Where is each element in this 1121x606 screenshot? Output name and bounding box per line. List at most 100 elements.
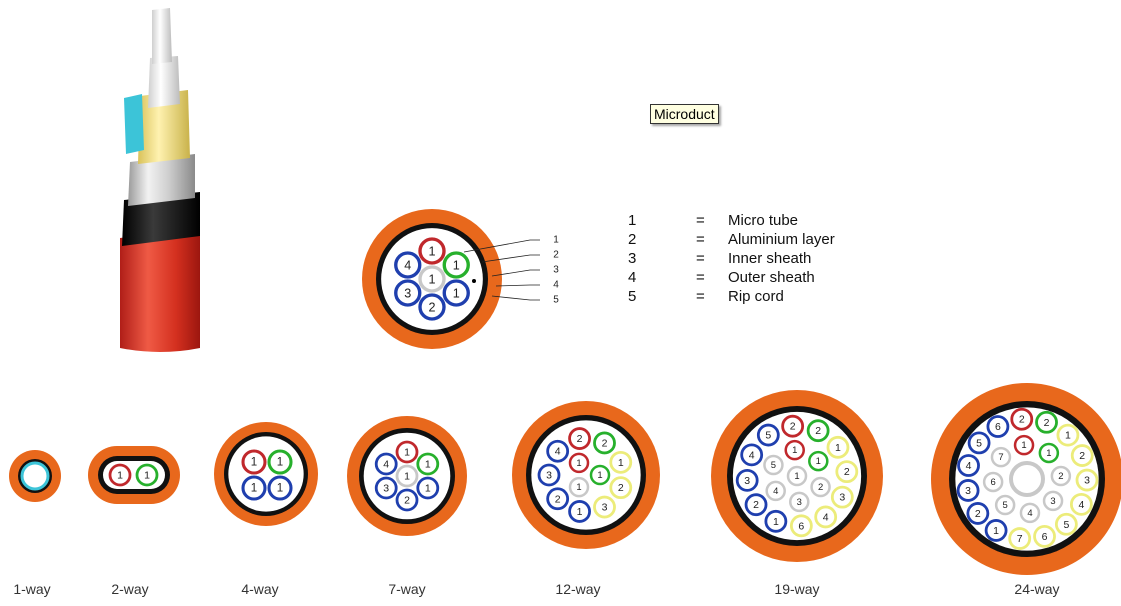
micro-tube: 2 [781, 414, 805, 438]
micro-tube-wall [20, 461, 50, 491]
micro-tube: 4 [814, 505, 838, 529]
micro-tube: 1 [418, 237, 446, 265]
micro-tube: 1 [1038, 442, 1060, 464]
micro-tube: 2 [1035, 410, 1058, 434]
micro-tube: 4 [1019, 502, 1041, 524]
micro-tube: 1 [416, 476, 440, 500]
micro-tube: 4 [374, 452, 398, 476]
micro-tube-wall [1008, 527, 1032, 550]
micro-tube-wall [756, 423, 780, 447]
micro-tube-number: 3 [839, 492, 845, 504]
bundle-label: 2-way [111, 581, 148, 597]
micro-tube-wall [814, 505, 838, 529]
micro-tube-wall [830, 485, 854, 509]
bundle-label: 1-way [13, 581, 50, 597]
micro-tube-number: 1 [773, 516, 779, 528]
micro-tube-wall [835, 460, 859, 484]
cable-cutaway-illustration [120, 8, 200, 352]
micro-tube-number: 4 [966, 460, 972, 472]
micro-tube: 3 [830, 485, 854, 509]
micro-tube: 2 [1050, 465, 1072, 487]
micro-tube-number: 4 [749, 449, 755, 461]
micro-tube-wall [537, 463, 561, 487]
micro-tube-number: 2 [1019, 414, 1025, 426]
micro-tube-number: 2 [404, 495, 410, 507]
micro-tube-wall [786, 465, 808, 487]
micro-tube: 2 [568, 427, 591, 450]
micro-tube-number: 2 [577, 433, 583, 445]
micro-tube-wall [609, 450, 633, 474]
micro-tube-number: 1 [453, 287, 460, 301]
micro-tube-wall [1019, 502, 1041, 524]
cable-core [152, 8, 172, 64]
micro-tube: 1 [984, 519, 1008, 542]
micro-tube-number: 1 [251, 457, 257, 469]
micro-tube-wall [1035, 410, 1058, 434]
callout-line [481, 254, 540, 263]
micro-tube-wall [826, 435, 850, 459]
micro-tube-number: 5 [1063, 519, 1069, 531]
legend-equals: = [696, 288, 705, 305]
legend-equals: = [696, 250, 705, 267]
micro-tube-wall [1075, 468, 1099, 492]
micro-tube-wall [241, 449, 267, 475]
micro-tube-number: 5 [976, 437, 982, 449]
micro-tube: 5 [967, 431, 991, 455]
legend-description: Rip cord [728, 288, 784, 305]
micro-tube: 2 [418, 293, 446, 321]
micro-tube-number: 5 [771, 460, 776, 471]
micro-tube-number: 4 [1078, 499, 1084, 511]
micro-tube: 2 [806, 419, 830, 443]
micro-tube-wall [740, 443, 764, 467]
micro-tube-number: 2 [618, 482, 624, 494]
micro-tube: 1 [135, 463, 159, 487]
micro-tube-wall [395, 440, 419, 464]
micro-tube-wall [990, 446, 1012, 468]
micro-tube-wall [418, 293, 446, 321]
micro-tube: 1 [1013, 434, 1035, 456]
micro-tube-wall [395, 488, 419, 512]
micro-tube-number: 1 [816, 456, 821, 467]
micro-tube-number: 2 [555, 493, 561, 505]
bundle-label: 4-way [241, 581, 278, 597]
micro-tube-wall [956, 479, 980, 502]
micro-tube-number: 2 [602, 437, 608, 449]
callout-line [495, 284, 540, 287]
micro-tube: 1 [784, 439, 805, 461]
micro-tube: 6 [1033, 524, 1056, 548]
micro-tube: 2 [835, 460, 859, 484]
micro-tube-wall [1010, 407, 1034, 431]
micro-tube-number: 4 [383, 459, 389, 471]
micro-tube-wall [568, 452, 590, 474]
micro-tube: 2 [609, 476, 633, 500]
micro-tube-wall [418, 265, 446, 293]
micro-tube: 7 [990, 446, 1012, 468]
cable-aluminium-layer [128, 154, 195, 206]
micro-tube-wall [765, 480, 786, 502]
bundle-label: 19-way [774, 581, 819, 597]
micro-tube: 5 [763, 454, 784, 476]
bundle-label: 24-way [1014, 581, 1059, 597]
micro-tube-wall [986, 415, 1010, 438]
micro-tube-wall [374, 452, 398, 476]
micro-tube-wall [1050, 465, 1072, 487]
micro-tube-wall [593, 495, 616, 519]
micro-tube-wall [1013, 434, 1035, 456]
micro-tube-number: 1 [1046, 448, 1051, 459]
micro-tube-wall [546, 439, 570, 463]
legend-description: Outer sheath [728, 269, 815, 286]
micro-tube-number: 3 [404, 287, 411, 301]
micro-tube: 4 [1069, 492, 1093, 516]
micro-tube: 2 [395, 488, 419, 512]
micro-tube-wall [395, 464, 419, 488]
micro-tube-wall [568, 427, 591, 450]
micro-tube-number: 1 [277, 483, 283, 495]
micro-tube: 7 [1008, 527, 1032, 550]
micro-tube: 1 [395, 440, 419, 464]
micro-tube-number: 2 [818, 482, 823, 493]
micro-tube: 1 [241, 449, 267, 475]
